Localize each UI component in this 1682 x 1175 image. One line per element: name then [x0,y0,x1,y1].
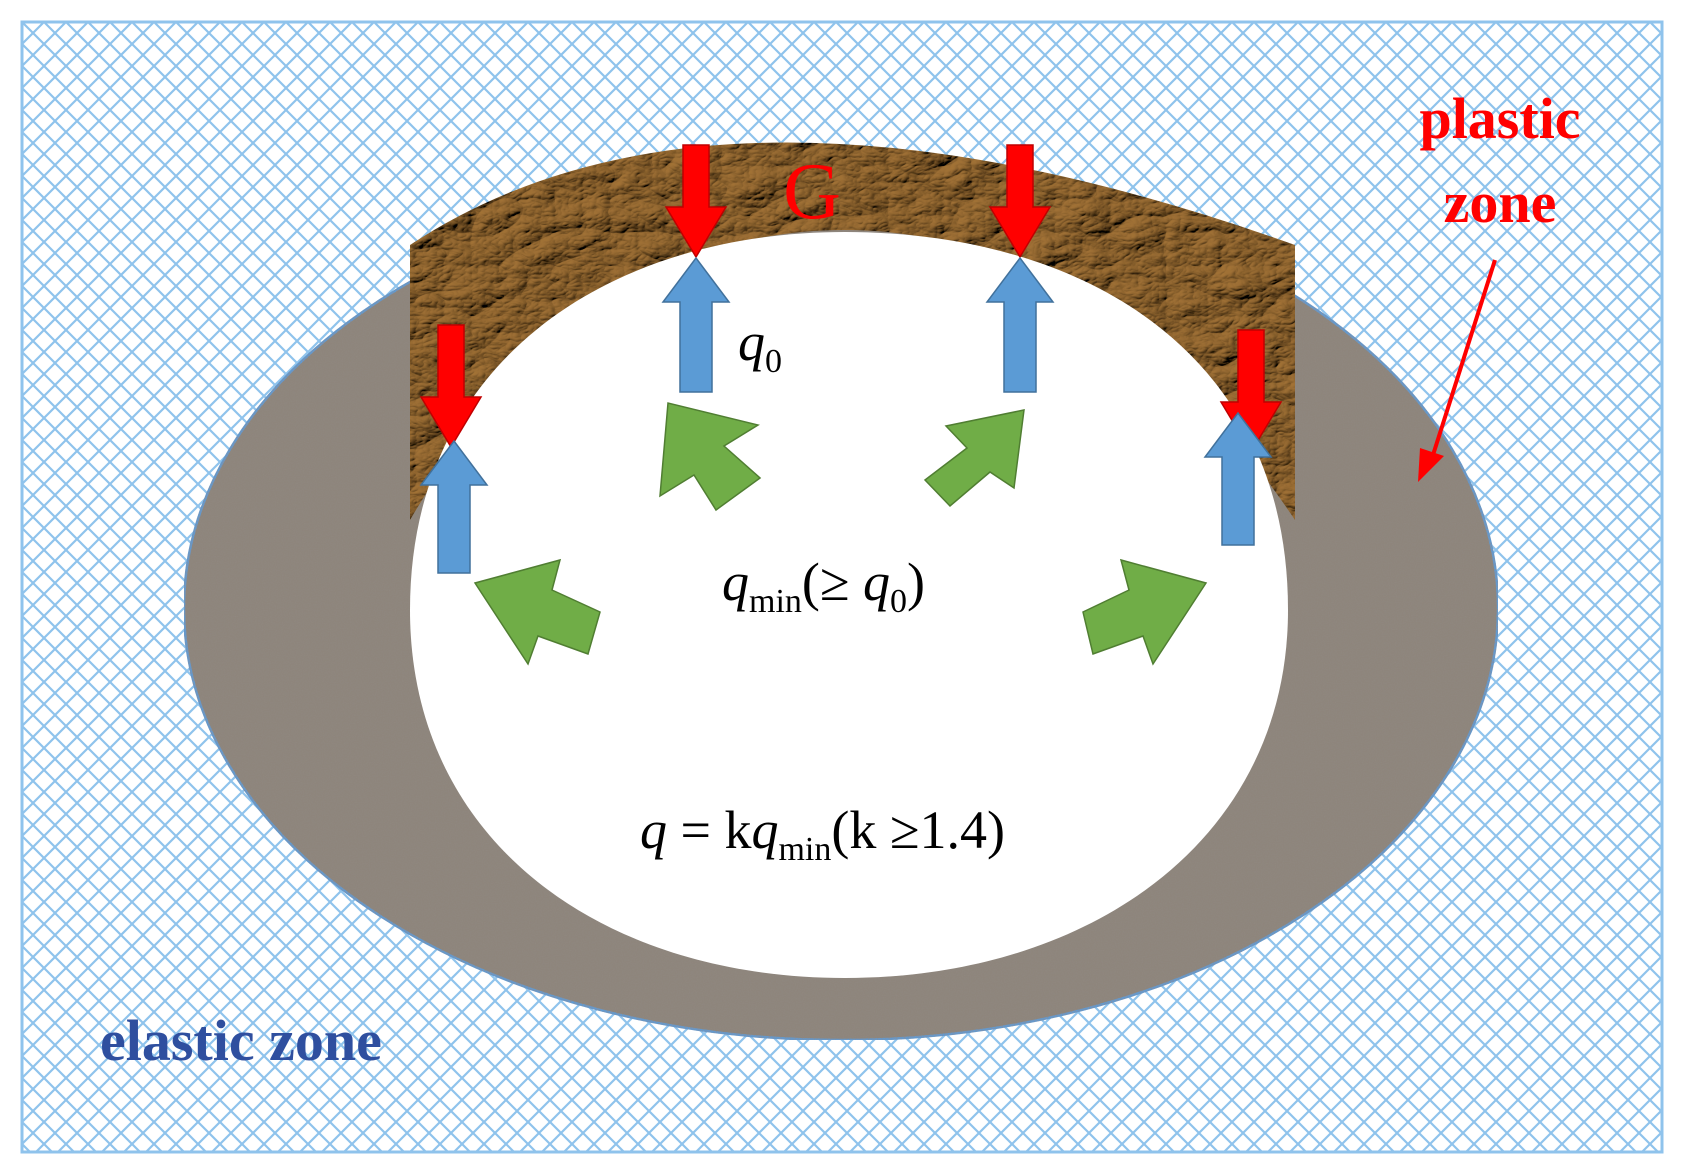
plastic-zone-label-line1: plastic [1419,86,1580,151]
plastic-zone-pointer [1418,259,1497,482]
q0-label: q0 [738,312,782,380]
elastic-zone-label: elastic zone [100,1008,382,1073]
q-equation-label: q = kqmin(k ≥1.4) [640,800,1005,868]
min-support-arrows [473,402,1208,666]
gravity-label: G [783,148,841,236]
red-arrow-1 [664,144,728,259]
green-arrow-3 [473,558,601,666]
green-arrow-2 [923,409,1025,508]
plastic-zone-label-line2: zone [1444,170,1557,235]
blue-arrow-1 [661,256,731,393]
red-arrow-3 [419,324,483,449]
green-arrow-4 [1082,558,1208,666]
blue-arrow-4 [1203,411,1273,546]
blue-arrow-3 [419,439,489,574]
blue-arrow-2 [985,256,1055,393]
roadway-opening [410,232,1288,978]
qmin-label: qmin(≥ q0) [722,552,925,620]
red-arrow-2 [988,144,1052,259]
gravity-load-arrows [419,144,1283,454]
green-arrow-1 [659,402,762,512]
support-resistance-arrows [419,256,1273,574]
